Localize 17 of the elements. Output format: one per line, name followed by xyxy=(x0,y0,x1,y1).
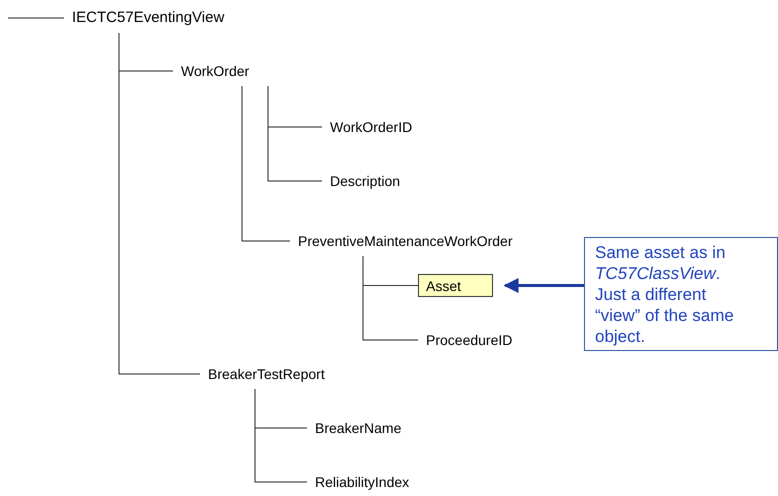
tree-connector xyxy=(118,32,200,374)
tree-item-label: Description xyxy=(322,172,400,190)
tree-connector xyxy=(362,256,418,340)
callout-note: Same asset as in TC57ClassView. Just a different “view” of the same object. xyxy=(584,237,778,351)
tree-item-label: BreakerName xyxy=(307,419,402,437)
arrow xyxy=(504,278,584,293)
tree-item-label: BreakerTestReport xyxy=(200,365,325,383)
tree-item-label: ProceedureID xyxy=(418,331,512,349)
tree-item-label: PreventiveMaintenanceWorkOrder xyxy=(290,232,513,250)
tree-connector xyxy=(242,86,290,242)
tree-connector xyxy=(268,86,322,182)
highlighted-item-box: Asset xyxy=(418,274,493,297)
tree-item-label: ReliabilityIndex xyxy=(307,473,410,491)
tree-item-label: WorkOrder xyxy=(173,62,250,80)
tree-item-label: WorkOrderID xyxy=(322,118,412,136)
tree-item-label: IECTC57EventingView xyxy=(64,9,224,27)
tree-connector xyxy=(254,388,308,482)
